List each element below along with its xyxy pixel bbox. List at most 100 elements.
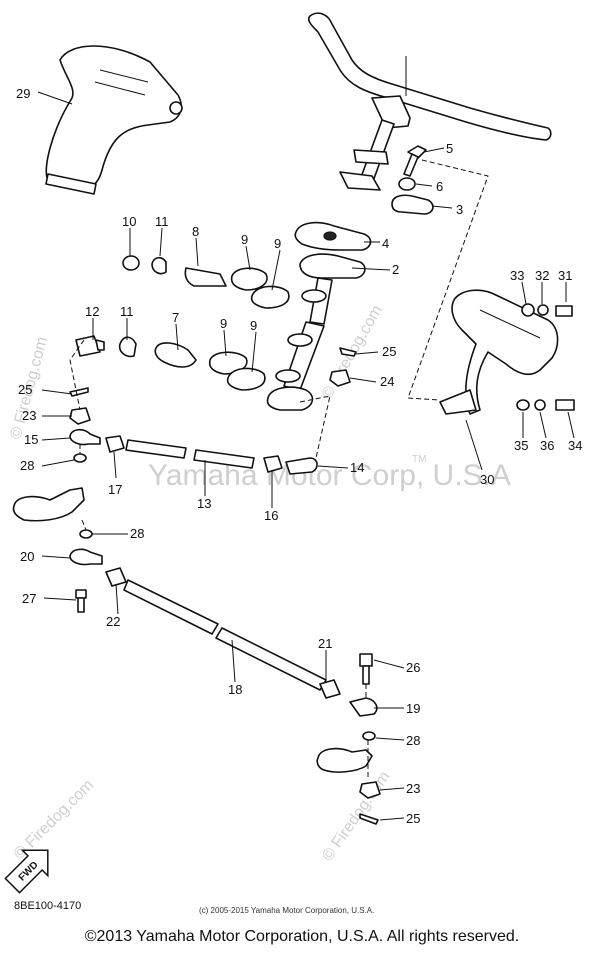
copyright-line: ©2013 Yamaha Motor Corporation, U.S.A. A… xyxy=(84,928,520,945)
ball-joint-part xyxy=(349,697,378,717)
bolt-part xyxy=(75,335,105,357)
callout-labels: 29 5 6 3 10 11 8 9 9 4 2 33 32 31 12 11 … xyxy=(16,86,582,826)
handle-post-part xyxy=(339,95,411,191)
callout-11: 11 xyxy=(155,214,169,229)
callout-23: 23 xyxy=(22,408,36,423)
washer-part xyxy=(118,336,137,358)
callout-17: 17 xyxy=(108,482,122,497)
callout-13: 13 xyxy=(197,496,211,511)
callout-27: 27 xyxy=(22,591,36,606)
callout-15: 15 xyxy=(24,432,38,447)
ball-joint-part xyxy=(69,548,103,566)
washer-part xyxy=(362,731,376,741)
watermark-main: Yamaha Motor Corp, U.S.A xyxy=(148,459,511,492)
leader-lines xyxy=(37,91,575,821)
nut-part xyxy=(398,177,416,191)
callout-24: 24 xyxy=(380,374,394,389)
cotter-pin-part xyxy=(359,813,379,825)
callout-29: 29 xyxy=(16,86,30,101)
steering-arm-part xyxy=(316,747,373,773)
callout-28: 28 xyxy=(406,733,420,748)
callout-9: 9 xyxy=(241,232,248,247)
callout-4: 4 xyxy=(382,236,389,251)
bolt-part xyxy=(555,399,575,411)
callout-35: 35 xyxy=(514,438,528,453)
callout-9: 9 xyxy=(250,318,257,333)
callout-23: 23 xyxy=(406,781,420,796)
watermark-tm: TM xyxy=(412,454,426,465)
callout-16: 16 xyxy=(264,508,278,523)
callout-28: 28 xyxy=(20,458,34,473)
callout-8: 8 xyxy=(192,224,199,239)
steering-column-part xyxy=(266,277,333,411)
nut-part xyxy=(516,399,530,411)
callout-11: 11 xyxy=(120,304,134,319)
callout-3: 3 xyxy=(456,202,463,217)
bracket-plate-part xyxy=(154,342,197,368)
callout-33: 33 xyxy=(510,268,524,283)
callout-32: 32 xyxy=(535,268,549,283)
ball-joint-part xyxy=(69,428,101,446)
clamp-part xyxy=(391,194,434,215)
callout-9: 9 xyxy=(274,236,281,251)
nut-part xyxy=(105,567,127,587)
ball-joint-part xyxy=(285,457,318,475)
watermark-site: © Firedog.com xyxy=(319,768,393,864)
callout-25: 25 xyxy=(382,344,396,359)
callout-18: 18 xyxy=(228,682,242,697)
assembly-line xyxy=(299,395,331,459)
cotter-pin-part xyxy=(69,387,89,397)
callout-31: 31 xyxy=(558,268,572,283)
callout-19: 19 xyxy=(406,701,420,716)
nut-part xyxy=(319,679,341,699)
washer-part xyxy=(73,453,87,463)
lower-bracket-part xyxy=(299,253,366,279)
fwd-arrow-icon: FWD xyxy=(4,849,49,894)
bushing-part xyxy=(250,285,290,309)
nut-part xyxy=(122,255,140,271)
castle-nut-part xyxy=(69,407,91,425)
callout-34: 34 xyxy=(568,438,582,453)
callout-26: 26 xyxy=(406,660,420,675)
bolt-part xyxy=(403,145,427,177)
callout-5: 5 xyxy=(446,141,453,156)
callout-2: 2 xyxy=(392,262,399,277)
callout-21: 21 xyxy=(318,636,332,651)
handlebar-part xyxy=(307,12,552,141)
assembly-line xyxy=(407,159,489,401)
washer-part xyxy=(151,256,167,275)
callout-25: 25 xyxy=(406,811,420,826)
upper-bracket-hole xyxy=(323,231,337,241)
washer-part xyxy=(521,303,535,317)
bushing-part xyxy=(230,267,268,291)
bushing-part xyxy=(226,367,266,391)
mount-bracket-part xyxy=(439,289,559,415)
bolt-part xyxy=(359,653,373,685)
cotter-pin-part xyxy=(339,347,357,357)
nut-part xyxy=(105,435,125,453)
tie-rod-part xyxy=(125,439,255,469)
assembly-line xyxy=(81,519,87,531)
washer-part xyxy=(79,529,93,539)
callout-14: 14 xyxy=(350,460,364,475)
small-copyright: (c) 2005-2015 Yamaha Motor Corporation, … xyxy=(199,906,375,915)
callout-12: 12 xyxy=(85,304,99,319)
nut-part xyxy=(263,455,283,473)
callout-22: 22 xyxy=(106,614,120,629)
bolt-part xyxy=(75,589,87,613)
tie-rod-part xyxy=(123,579,327,691)
callout-25: 25 xyxy=(18,382,32,397)
callout-30: 30 xyxy=(480,472,494,487)
callout-9: 9 xyxy=(220,316,227,331)
steering-arm-part xyxy=(12,487,85,522)
washer-part xyxy=(537,304,549,316)
bracket-plate-part xyxy=(184,267,227,287)
castle-nut-part xyxy=(329,369,351,387)
callout-10: 10 xyxy=(122,214,136,229)
washer-part xyxy=(534,399,546,411)
callout-6: 6 xyxy=(436,179,443,194)
diagram-code: 8BE100-4170 xyxy=(14,900,82,912)
callout-20: 20 xyxy=(20,549,34,564)
callout-36: 36 xyxy=(540,438,554,453)
